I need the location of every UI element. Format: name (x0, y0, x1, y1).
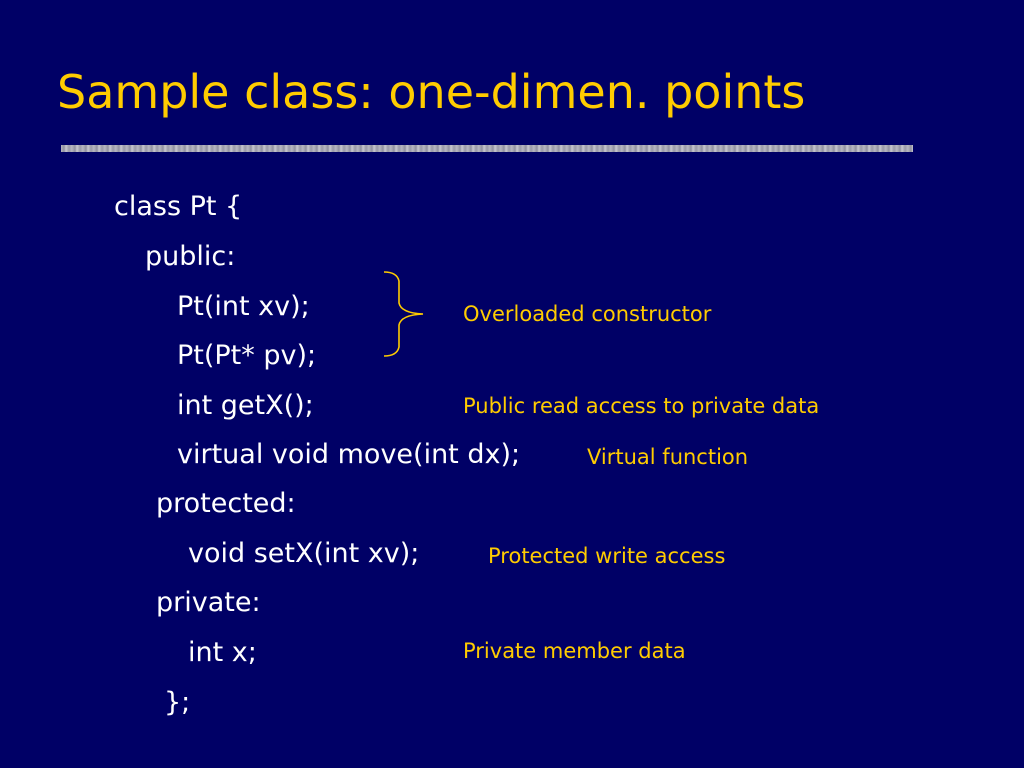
annotation-overloaded-constructor: Overloaded constructor (463, 302, 712, 326)
code-line-public: public: (145, 241, 236, 272)
code-line-getx: int getX(); (177, 390, 314, 421)
code-line-class-end: }; (164, 687, 191, 718)
code-line-member-x: int x; (188, 637, 257, 668)
right-curly-brace-icon (384, 271, 424, 357)
annotation-public-read-access: Public read access to private data (463, 394, 820, 418)
code-line-move: virtual void move(int dx); (177, 439, 521, 470)
code-line-class-declaration: class Pt { (114, 191, 243, 222)
annotation-virtual-function: Virtual function (587, 445, 749, 469)
code-line-setx: void setX(int xv); (188, 538, 420, 569)
code-line-protected: protected: (156, 488, 296, 519)
code-line-private: private: (156, 587, 261, 618)
code-line-constructor-pointer: Pt(Pt* pv); (177, 340, 317, 371)
code-line-constructor-int: Pt(int xv); (177, 291, 310, 322)
annotation-protected-write-access: Protected write access (488, 544, 726, 568)
slide-title: Sample class: one-dimen. points (57, 65, 806, 119)
title-divider (61, 145, 913, 152)
annotation-private-member-data: Private member data (463, 639, 686, 663)
